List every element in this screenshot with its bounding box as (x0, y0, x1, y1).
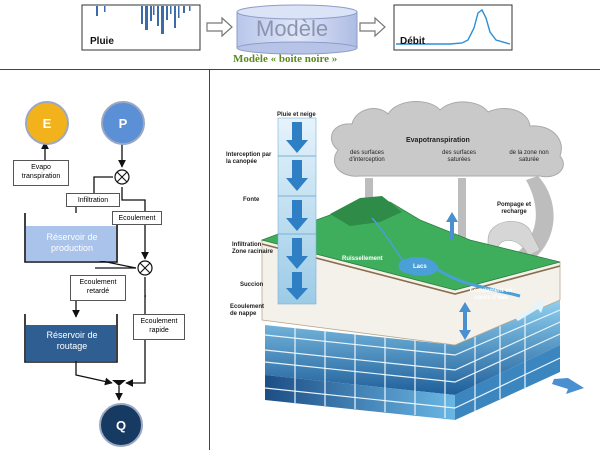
model-label: Modèle (256, 16, 329, 41)
evapotranspiration-box: Evapo transpiration (13, 160, 69, 186)
stream (371, 217, 405, 263)
evap-unsaturated-label: de la zone non saturée (509, 150, 549, 163)
suction-label: Succion (240, 282, 264, 288)
precipitation-node: P (101, 101, 145, 145)
pumping-loop (487, 221, 541, 281)
evap-unsaturated-flow (496, 176, 554, 280)
discharge-hydrograph (396, 8, 511, 45)
black-box-caption: Modèle « boite noire » (233, 53, 338, 65)
mountain (330, 196, 402, 226)
runoff-box: Ecoulement (112, 211, 162, 225)
delayed-flow-box: Ecoulement retardé (70, 275, 126, 301)
discharge-node: Q (99, 403, 143, 447)
mixing-node-2 (137, 260, 153, 276)
rain-label: Pluie (90, 36, 114, 47)
precipitation-node-label: P (118, 115, 128, 131)
reservoir-production-tank (24, 213, 118, 263)
groundwater-exchange-arrow (515, 301, 545, 321)
infiltration-box: Infiltration (66, 193, 120, 207)
root-zone-line (261, 243, 561, 295)
arrow-right-2-icon (359, 16, 386, 38)
production-reservoir-label: Réservoir de production (46, 232, 98, 253)
routing-reservoir-label: Réservoir de routage (46, 330, 98, 351)
interception-label: Interception par la canopée (226, 152, 272, 165)
infiltration-root-zone-label: Infiltration Zone racinaire (232, 242, 274, 255)
aquifer-grid-block (264, 300, 561, 420)
lakes-label: Lacs (413, 264, 427, 270)
pumping-recharge-label: Pompage et recharge (496, 202, 531, 215)
evap-interception-label: des surfaces d'interception (349, 150, 385, 163)
discharge-label: Débit (400, 36, 425, 47)
precipitation-column (277, 117, 317, 305)
discharge-node-label: Q (115, 417, 127, 433)
fast-flow-box: Ecoulement rapide (133, 314, 185, 340)
snowmelt-label: Fonte (243, 197, 260, 203)
junction-node (112, 380, 126, 386)
reservoir-routing-tank (24, 314, 118, 363)
discharge-box (393, 4, 513, 51)
evaporation-node: E (25, 101, 69, 145)
mixing-node-1 (114, 169, 130, 185)
surface-runoff-label: Ruissellement (342, 256, 383, 262)
rain-snow-label: Pluie et neige (277, 112, 316, 118)
evapotranspiration-cloud (330, 100, 564, 178)
evaporation-node-label: E (42, 115, 52, 131)
flow-arrows (446, 212, 584, 394)
river (434, 266, 521, 298)
streamflow-label: Ecoulement en cours d'eau (469, 288, 513, 301)
model-drum (236, 4, 358, 55)
lake (398, 257, 439, 276)
arrow-right-1-icon (206, 16, 233, 38)
evap-saturated-label: des surfaces saturées (441, 150, 477, 163)
rain-hyetograph (96, 6, 191, 34)
evapotranspiration-title: Evapotranspiration (406, 137, 470, 144)
groundwater-flow-label: Ecoulement de nappe (230, 304, 265, 317)
